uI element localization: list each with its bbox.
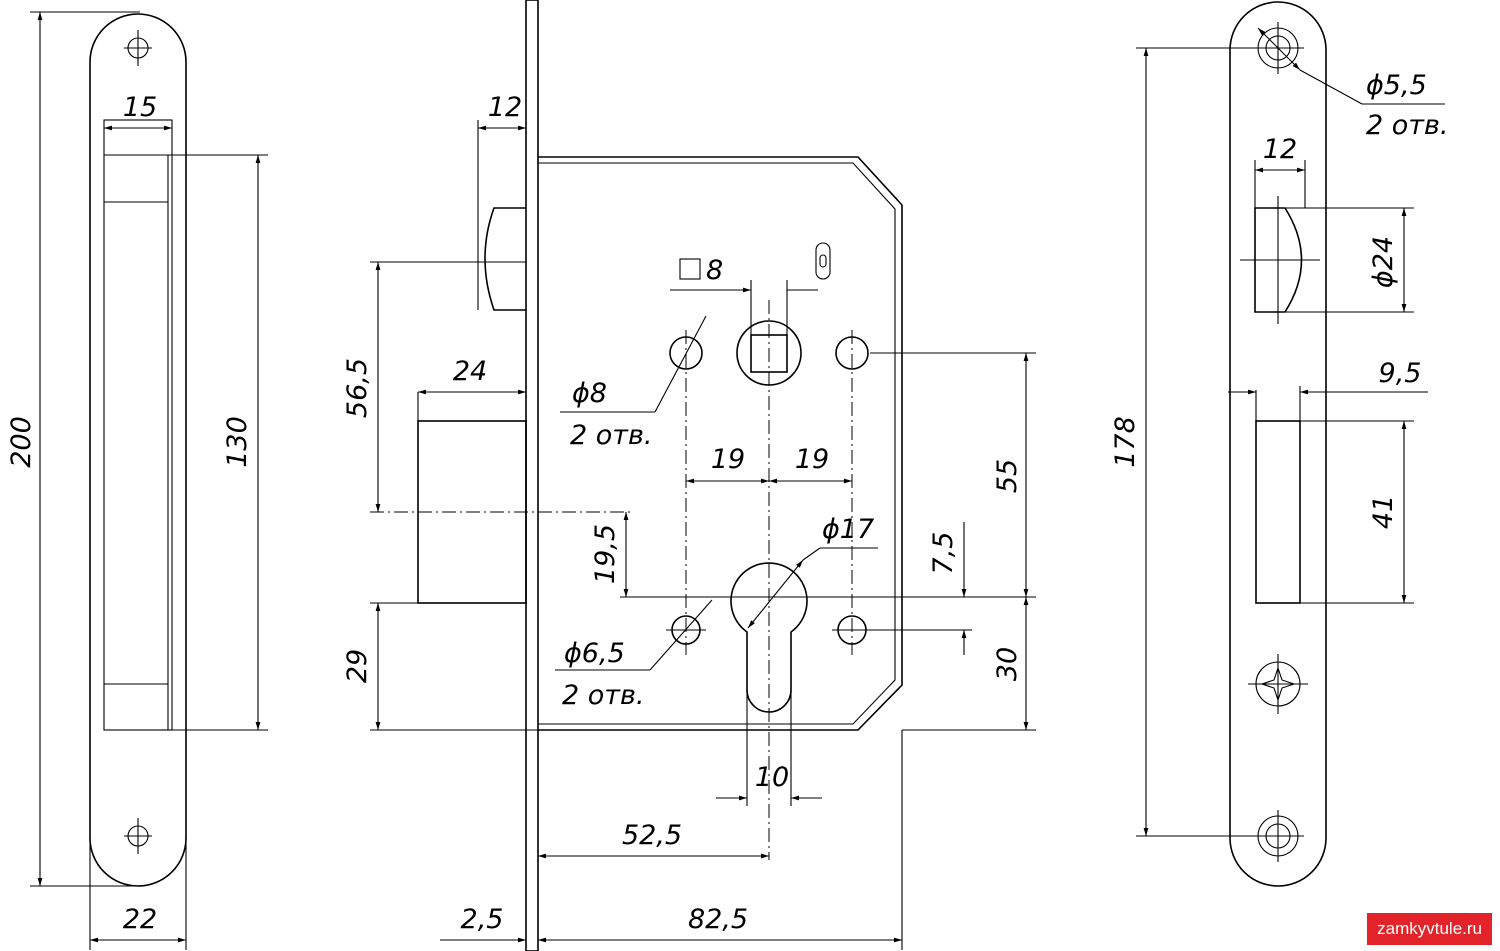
dim-hole-bottom-count: 2 отв. [562,680,645,711]
dim-inner-length: 130 [222,416,253,468]
square-icon [679,258,701,280]
lock-body: 12 56,5 24 29 8 ϕ8 2 отв. 19 19 55 19,5 [342,0,1036,951]
dim-bolt-slot-height: 41 [1368,495,1399,529]
dim-spacing-right: 19 [795,444,829,475]
dim-bolt-slot-width: 9,5 [1379,358,1422,389]
dim-backset-top: 56,5 [342,358,373,418]
dim-square-spindle: 8 [706,255,723,286]
dim-bottom-offset: 29 [342,649,373,683]
dim-cylinder-width: 10 [755,762,789,793]
dim-offset-19-5: 19,5 [590,524,621,584]
dim-hole-bottom-diameter: ϕ6,5 [564,638,625,669]
left-faceplate: 200 130 15 22 [6,11,268,950]
watermark-badge: zamkyvtule.ru [1367,913,1492,945]
screw-hole-icon [124,818,152,854]
dim-screw-hole-diameter: ϕ5,5 [1366,70,1427,101]
dim-screw-hole-count: 2 отв. [1366,110,1449,141]
dim-hole-top-count: 2 отв. [570,420,653,451]
dim-latch-width: 24 [453,356,487,387]
dim-backset: 52,5 [622,820,682,851]
dim-offset-7-5: 7,5 [928,532,959,575]
dim-cylinder-diameter: ϕ17 [822,514,874,545]
dim-center-distance: 55 [992,459,1023,493]
dim-height: 200 [6,416,37,468]
dim-faceplate-thickness: 12 [488,92,522,123]
dim-plate-thickness: 2,5 [461,904,504,935]
phillips-screw-icon [1248,654,1308,714]
dim-slot-width: 15 [123,92,157,123]
dim-latch-slot-diameter: ϕ24 [1368,236,1399,288]
dim-spacing-left: 19 [711,444,745,475]
dim-bottom-height: 30 [992,647,1023,681]
dim-latch-slot-width: 12 [1263,134,1297,165]
dim-plate-width: 22 [123,904,157,935]
dim-hole-top-diameter: ϕ8 [572,378,607,409]
dim-hole-spacing: 178 [1110,416,1141,468]
dim-body-depth: 82,5 [688,904,748,935]
strike-plate: ϕ5,5 2 отв. 178 12 ϕ24 9,5 41 [1110,1,1449,887]
screw-hole-icon [124,30,152,66]
